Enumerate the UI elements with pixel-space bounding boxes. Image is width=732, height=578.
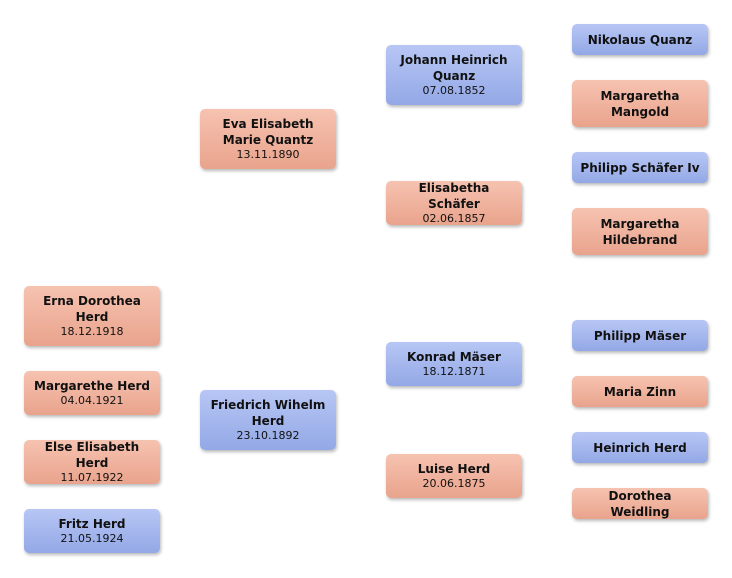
person-birth-date: 23.10.1892 [236, 429, 300, 442]
person-name: Fritz Herd [58, 517, 126, 531]
person-name: Nikolaus Quanz [587, 32, 693, 47]
person-name: Philipp Mäser [593, 328, 687, 343]
person-card-nikolaus-quanz[interactable]: Nikolaus Quanz [572, 24, 708, 55]
person-card-elisabetha-schaefer[interactable]: Elisabetha Schäfer 02.06.1857 [386, 181, 522, 225]
person-card-eva-elisabeth-marie-quantz[interactable]: Eva Elisabeth Marie Quantz 13.11.1890 [200, 109, 336, 169]
person-birth-date: 21.05.1924 [60, 532, 124, 545]
person-card-philipp-maeser[interactable]: Philipp Mäser [572, 320, 708, 351]
person-card-margarethe-herd[interactable]: Margarethe Herd 04.04.1921 [24, 371, 160, 415]
person-name: Dorothea Weidling [608, 488, 672, 519]
person-name: Heinrich Herd [593, 440, 687, 455]
person-birth-date: 18.12.1918 [60, 325, 124, 338]
person-name: Elisabetha Schäfer [418, 181, 490, 211]
person-name: Luise Herd [417, 462, 491, 476]
person-birth-date: 07.08.1852 [422, 84, 486, 97]
person-card-erna-dorothea-herd[interactable]: Erna Dorothea Herd 18.12.1918 [24, 286, 160, 346]
person-card-margaretha-mangold[interactable]: Margaretha Mangold [572, 80, 708, 127]
person-card-philipp-schaefer-iv[interactable]: Philipp Schäfer Iv [572, 152, 708, 183]
person-name: Johann Heinrich Quanz [400, 53, 508, 83]
person-card-heinrich-herd[interactable]: Heinrich Herd [572, 432, 708, 463]
person-card-konrad-maeser[interactable]: Konrad Mäser 18.12.1871 [386, 342, 522, 386]
person-name: Friedrich Wihelm Herd [210, 398, 326, 428]
person-card-else-elisabeth-herd[interactable]: Else Elisabeth Herd 11.07.1922 [24, 440, 160, 484]
person-name: Margaretha Mangold [600, 88, 680, 119]
person-card-johann-heinrich-quanz[interactable]: Johann Heinrich Quanz 07.08.1852 [386, 45, 522, 105]
person-name: Margarethe Herd [34, 379, 150, 393]
person-birth-date: 13.11.1890 [236, 148, 300, 161]
person-birth-date: 18.12.1871 [422, 365, 486, 378]
person-card-friedrich-wihelm-herd[interactable]: Friedrich Wihelm Herd 23.10.1892 [200, 390, 336, 450]
person-name: Else Elisabeth Herd [44, 440, 140, 470]
person-name: Eva Elisabeth Marie Quantz [222, 117, 314, 147]
person-birth-date: 11.07.1922 [60, 471, 124, 484]
person-card-dorothea-weidling[interactable]: Dorothea Weidling [572, 488, 708, 519]
person-name: Maria Zinn [603, 384, 677, 399]
person-name: Margaretha Hildebrand [600, 216, 680, 247]
person-card-maria-zinn[interactable]: Maria Zinn [572, 376, 708, 407]
person-birth-date: 20.06.1875 [422, 477, 486, 490]
person-card-margaretha-hildebrand[interactable]: Margaretha Hildebrand [572, 208, 708, 255]
person-birth-date: 02.06.1857 [422, 212, 486, 225]
person-name: Philipp Schäfer Iv [580, 160, 700, 175]
person-name: Konrad Mäser [407, 350, 501, 364]
person-birth-date: 04.04.1921 [60, 394, 124, 407]
person-name: Erna Dorothea Herd [43, 294, 141, 324]
person-card-luise-herd[interactable]: Luise Herd 20.06.1875 [386, 454, 522, 498]
person-card-fritz-herd[interactable]: Fritz Herd 21.05.1924 [24, 509, 160, 553]
